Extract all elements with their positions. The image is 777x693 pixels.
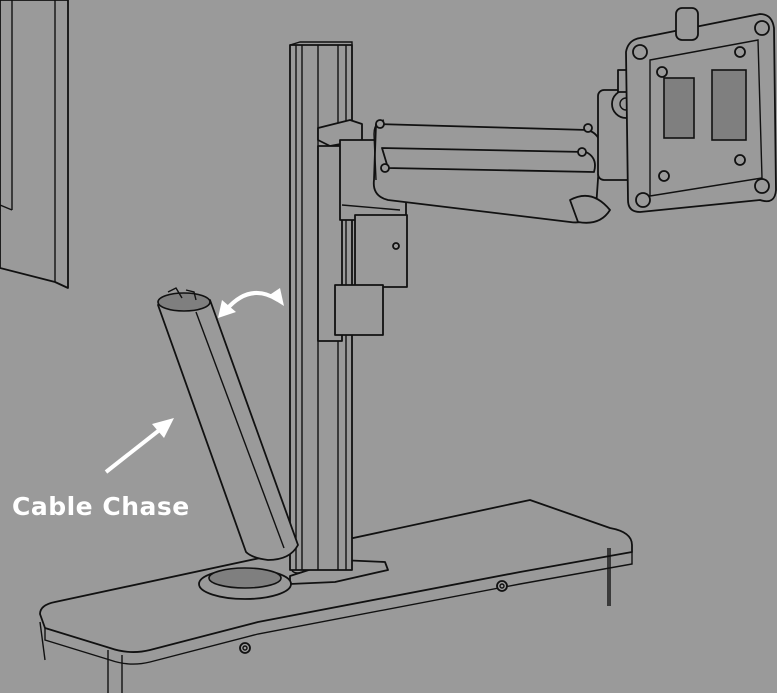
pole-flange — [198, 559, 389, 600]
articulating-arm — [372, 119, 611, 224]
cable-chase — [157, 287, 299, 561]
wall-panel — [0, 0, 69, 289]
vesa-plate — [625, 7, 777, 213]
pointer-arrow-icon — [104, 418, 174, 474]
cable-chase-label: Cable Chase — [12, 492, 190, 521]
rotate-arrow-icon — [218, 288, 284, 318]
